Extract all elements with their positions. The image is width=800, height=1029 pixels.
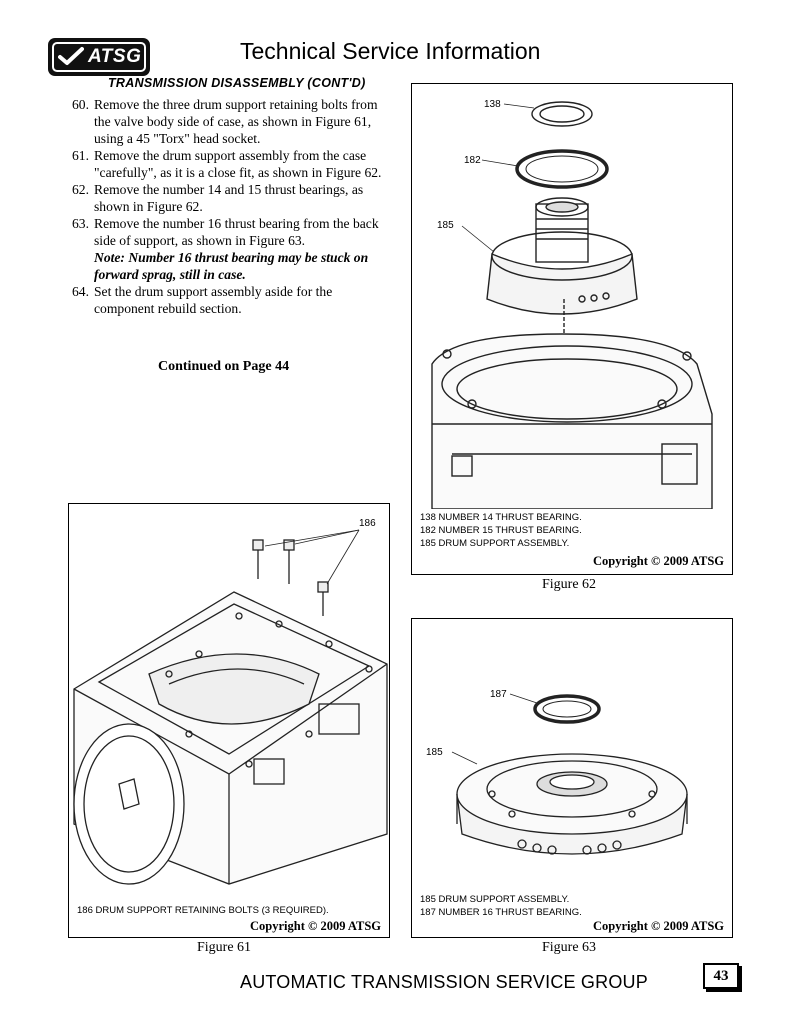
step-text: Remove the drum support assembly from th… bbox=[94, 148, 382, 180]
instruction-step: 63. Remove the number 16 thrust bearing … bbox=[72, 215, 382, 283]
figure-caption: 186 DRUM SUPPORT RETAINING BOLTS (3 REQU… bbox=[77, 905, 329, 916]
figure-caption: 185 DRUM SUPPORT ASSEMBLY. bbox=[420, 894, 570, 905]
copyright-text: Copyright © 2009 ATSG bbox=[593, 554, 724, 568]
callout-187: 187 bbox=[490, 689, 507, 700]
figure-62-frame: 138 182 185 138 NUMBER 14 THRUST BEARING… bbox=[411, 83, 733, 575]
step-number: 62. bbox=[72, 182, 89, 197]
instruction-list: 60. Remove the three drum support retain… bbox=[72, 96, 382, 317]
figure-caption: 138 NUMBER 14 THRUST BEARING. bbox=[420, 512, 582, 523]
instruction-step: 60. Remove the three drum support retain… bbox=[72, 96, 382, 147]
checkmark-icon bbox=[58, 47, 84, 65]
page-title: Technical Service Information bbox=[240, 38, 541, 64]
figure-61-label: Figure 61 bbox=[197, 940, 252, 955]
step-text: Remove the number 16 thrust bearing from… bbox=[94, 216, 379, 248]
figure-63-illustration: 187 185 bbox=[426, 689, 688, 855]
instruction-step: 64. Set the drum support assembly aside … bbox=[72, 283, 382, 317]
copyright-text: Copyright © 2009 ATSG bbox=[250, 919, 381, 933]
callout-138: 138 bbox=[484, 99, 501, 110]
callout-185: 185 bbox=[426, 747, 443, 758]
bolt-icon bbox=[317, 581, 329, 616]
figure-63-label: Figure 63 bbox=[542, 940, 597, 955]
logo-text: ATSG bbox=[88, 46, 142, 67]
figure-caption: 187 NUMBER 16 THRUST BEARING. bbox=[420, 907, 582, 918]
step-number: 64. bbox=[72, 284, 89, 299]
logo-frame: ATSG bbox=[52, 42, 146, 72]
continued-note: Continued on Page 44 bbox=[158, 359, 290, 374]
figure-62-illustration: 138 182 185 bbox=[431, 99, 713, 509]
step-text: Remove the three drum support retaining … bbox=[94, 97, 378, 146]
figure-61-illustration: 186 bbox=[73, 518, 388, 885]
callout-182: 182 bbox=[464, 155, 481, 166]
copyright-text: Copyright © 2009 ATSG bbox=[593, 919, 724, 933]
step-number: 60. bbox=[72, 97, 89, 112]
figure-62-label: Figure 62 bbox=[542, 577, 597, 592]
instruction-step: 61. Remove the drum support assembly fro… bbox=[72, 147, 382, 181]
callout-186: 186 bbox=[359, 518, 376, 529]
page-number: 43 bbox=[703, 963, 739, 989]
figure-caption: 182 NUMBER 15 THRUST BEARING. bbox=[420, 525, 582, 536]
bolt-icon bbox=[252, 539, 264, 579]
step-note: Note: Number 16 thrust bearing may be st… bbox=[94, 250, 369, 282]
footer-text: AUTOMATIC TRANSMISSION SERVICE GROUP bbox=[240, 972, 648, 992]
instruction-step: 62. Remove the number 14 and 15 thrust b… bbox=[72, 181, 382, 215]
step-number: 63. bbox=[72, 216, 89, 231]
bolt-icon bbox=[283, 539, 295, 584]
step-text: Set the drum support assembly aside for … bbox=[94, 284, 333, 316]
atsg-logo: ATSG bbox=[48, 38, 150, 76]
figure-caption: 185 DRUM SUPPORT ASSEMBLY. bbox=[420, 538, 570, 549]
figure-63-frame: 187 185 185 DRUM SUPPORT ASSEMBLY. 187 N… bbox=[411, 618, 733, 938]
step-number: 61. bbox=[72, 148, 89, 163]
figure-61-frame: 186 186 DRUM SUPPORT RETAINING BOLTS (3 … bbox=[68, 503, 390, 938]
step-text: Remove the number 14 and 15 thrust beari… bbox=[94, 182, 364, 214]
callout-185: 185 bbox=[437, 220, 454, 231]
section-title: TRANSMISSION DISASSEMBLY (CONT'D) bbox=[108, 76, 366, 90]
